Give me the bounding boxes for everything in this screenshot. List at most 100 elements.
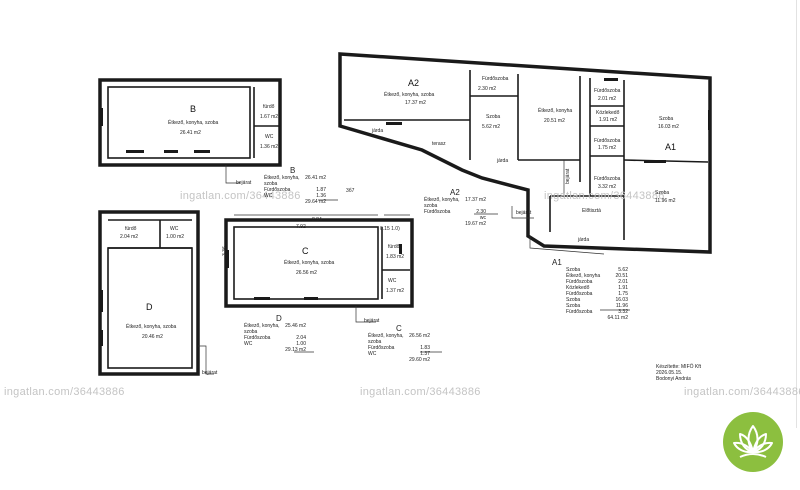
unit-c-entrance: bejárat bbox=[364, 318, 380, 324]
floor-plan-sheet: ingatlan.com/36443886 ingatlan.com/36443… bbox=[4, 0, 800, 429]
summary-value: 1.83 bbox=[420, 345, 430, 351]
summary-key: Fürdőszoba bbox=[566, 279, 593, 285]
summary-total-row: 64.11 m2 bbox=[566, 315, 628, 321]
unit-c-dim-left: 3.36 bbox=[222, 246, 228, 256]
unit-b-wc-area: 1.36 m2 bbox=[260, 144, 279, 150]
summary-key: WC bbox=[244, 341, 253, 347]
summary-total: 29.60 m2 bbox=[409, 357, 430, 363]
unit-d-wc: WC bbox=[170, 226, 179, 232]
unit-d-bath-area: 2.04 m2 bbox=[120, 234, 139, 240]
floor-plan-drawing bbox=[98, 52, 712, 376]
lotus-icon bbox=[723, 412, 783, 472]
unit-a1-bath1-area: 2.01 m2 bbox=[598, 96, 617, 102]
summary-row: wc bbox=[424, 215, 486, 221]
summary-c-title: C bbox=[396, 324, 402, 333]
summary-value: 2.01 bbox=[618, 279, 628, 285]
summary-value: 1.91 bbox=[618, 285, 628, 291]
unit-a1-bath2-area: 1.75 m2 bbox=[598, 145, 617, 151]
summary-value: 3.32 bbox=[618, 309, 628, 315]
unit-a1-kitchen-area: 20.51 m2 bbox=[544, 118, 565, 124]
unit-a2-room2-area: 5.62 m2 bbox=[482, 124, 501, 130]
summary-key: Fürdőszoba bbox=[244, 335, 271, 341]
summary-row: Fürdőszoba 1.83 bbox=[368, 345, 430, 351]
summary-value: 26.56 m2 bbox=[409, 333, 430, 339]
summary-key: Fürdőszoba bbox=[566, 291, 593, 297]
unit-a2-bath-area: 2.30 m2 bbox=[478, 86, 497, 92]
unit-a1-room1: Szoba bbox=[659, 116, 674, 122]
watermark-text: ingatlan.com/36443886 bbox=[4, 386, 125, 398]
unit-a2-area: 17.37 m2 bbox=[405, 100, 426, 106]
summary-key: Szoba bbox=[566, 297, 581, 303]
building-c-walls bbox=[224, 214, 414, 323]
summary-row: Fürdőszoba 2.01 bbox=[566, 279, 628, 285]
unit-b-bath: fürdő bbox=[263, 104, 275, 110]
unit-c-dim-side: 0.15 1.0) bbox=[380, 226, 400, 232]
credit-author: Készítette: MIFÖ Kft bbox=[656, 364, 702, 370]
summary-value: 26.41 m2 bbox=[305, 175, 326, 181]
unit-b-area: 26.41 m2 bbox=[180, 130, 201, 136]
unit-c-letter: C bbox=[302, 246, 309, 256]
unit-c-wc: WC bbox=[388, 278, 397, 284]
unit-c-dim-top: 8.84 bbox=[312, 217, 322, 223]
summary-value: 2.04 bbox=[296, 335, 306, 341]
watermark-text: ingatlan.com/36443886 bbox=[544, 190, 665, 202]
unit-d-area: 20.46 m2 bbox=[142, 334, 163, 340]
summary-total: 29.13 m2 bbox=[285, 347, 306, 353]
unit-a2-terrace: terasz bbox=[432, 141, 446, 147]
unit-a2-room: Étkező, konyha, szoba bbox=[384, 92, 435, 98]
bottom-strip bbox=[0, 428, 800, 490]
summary-key: Fürdőszoba bbox=[368, 345, 395, 351]
unit-a2-bath: Fürdőszoba bbox=[482, 76, 509, 82]
unit-a2-entrance: bejárat bbox=[516, 210, 532, 216]
unit-b-room: Étkező, konyha, szoba bbox=[168, 120, 219, 126]
summary-row: Szoba 16.03 bbox=[566, 297, 628, 303]
unit-a1-hall: Közlekedő bbox=[596, 110, 620, 116]
summary-value: 17.37 m2 bbox=[465, 197, 486, 203]
unit-c-dim-inner: 7.92 bbox=[296, 224, 306, 230]
summary-key: WC bbox=[264, 193, 273, 199]
credit-block: Készítette: MIFÖ Kft 2026.05.15. Bodonyi… bbox=[656, 364, 701, 382]
summary-total-row: 19.67 m2 bbox=[424, 221, 486, 227]
unit-c-bath-area: 1.83 m2 bbox=[386, 254, 405, 260]
summary-d-title: D bbox=[276, 314, 282, 323]
unit-a1-porch: Előtisztá bbox=[582, 208, 601, 214]
summary-value: 1.36 bbox=[316, 193, 326, 199]
building-b-walls bbox=[98, 78, 282, 184]
unit-a1-bath2: Fürdőszoba bbox=[594, 138, 621, 144]
summary-key: Étkező, konyha bbox=[566, 273, 601, 279]
summary-total: 19.67 m2 bbox=[465, 221, 486, 227]
unit-c-wc-area: 1.37 m2 bbox=[386, 288, 405, 294]
unit-c-room: Étkező, konyha, szoba bbox=[284, 260, 335, 266]
unit-a1-bath3-area: 3.32 m2 bbox=[598, 184, 617, 190]
unit-a1-hall-area: 1.91 m2 bbox=[599, 117, 618, 123]
unit-a2-walkway-2: járda bbox=[497, 158, 509, 164]
summary-key: Szoba bbox=[566, 267, 581, 273]
summary-a1-title: A1 bbox=[552, 258, 562, 267]
summary-row: Fürdőszoba 2.04 bbox=[244, 335, 306, 341]
unit-d-letter: D bbox=[146, 302, 153, 312]
unit-a2-walkway: járda bbox=[372, 128, 384, 134]
summary-key: WC bbox=[368, 351, 377, 357]
summary-total: 64.11 m2 bbox=[607, 315, 628, 321]
unit-a1-walkway: járda bbox=[578, 237, 590, 243]
unit-d-wc-area: 1.00 m2 bbox=[166, 234, 185, 240]
watermark-text: ingatlan.com/36443886 bbox=[684, 386, 800, 398]
watermark-text: ingatlan.com/36443886 bbox=[180, 190, 301, 202]
summary-value: 16.03 bbox=[615, 297, 628, 303]
summary-total-row: 29.60 m2 bbox=[368, 357, 430, 363]
summary-b-title: B bbox=[290, 166, 296, 175]
